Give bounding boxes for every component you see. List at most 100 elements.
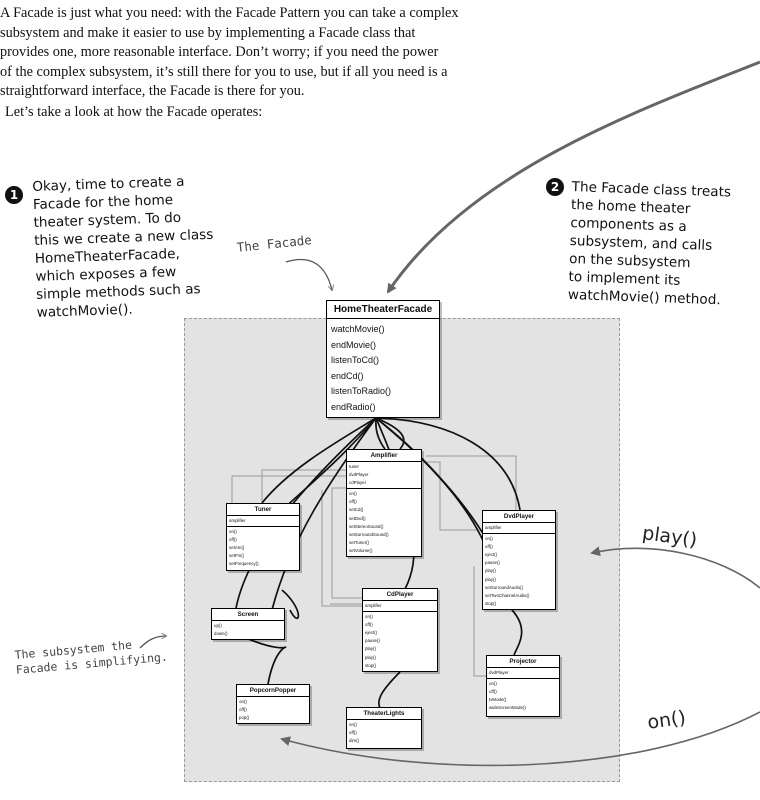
- method: eject(): [485, 552, 498, 558]
- facade-call-arrow: [386, 60, 760, 294]
- class-name: Screen: [212, 609, 284, 621]
- class-name: TheaterLights: [347, 708, 421, 720]
- step-2-badge: 2: [546, 178, 564, 196]
- class-methods: on() off() setCd() setDvd() setStereoSou…: [347, 489, 421, 556]
- subsystem-label-pointer: [139, 636, 166, 649]
- attribute: tuner: [349, 464, 360, 469]
- class-attributes: amplifier: [363, 601, 437, 613]
- method: pop(): [239, 715, 250, 721]
- class-methods: on() off() pop(): [237, 697, 309, 723]
- method: listenToCd(): [331, 355, 380, 365]
- method: on(): [239, 699, 247, 704]
- intro-line: A Facade is just what you need: with the…: [0, 5, 459, 21]
- intro-paragraph: A Facade is just what you need: with the…: [0, 4, 500, 102]
- method: setStereoSound(): [349, 523, 384, 529]
- method: setFm(): [229, 553, 245, 559]
- method: play(): [365, 654, 376, 660]
- class-name: Tuner: [227, 504, 299, 516]
- class-cd-player[interactable]: CdPlayer amplifier on() off() eject() pa…: [362, 588, 438, 672]
- method: off(): [485, 544, 493, 550]
- method: up(): [214, 623, 222, 628]
- method: off(): [349, 499, 357, 505]
- method: off(): [365, 622, 373, 628]
- method: setVolume(): [349, 547, 373, 553]
- method: setDvd(): [349, 515, 366, 521]
- method: off(): [239, 707, 247, 713]
- class-name: CdPlayer: [363, 589, 437, 601]
- method: setTuner(): [349, 539, 370, 545]
- facade-label-pointer: [285, 258, 332, 290]
- class-screen[interactable]: Screen up() down(): [211, 608, 285, 640]
- method: endMovie(): [331, 339, 377, 350]
- method: on(): [229, 529, 237, 535]
- class-name: Amplifier: [347, 450, 421, 462]
- class-methods: on() off() dim(): [347, 720, 421, 746]
- method: on(): [485, 536, 493, 542]
- method: watchMovie(): [331, 324, 385, 334]
- attribute: amplifier: [485, 525, 502, 530]
- class-home-theater-facade[interactable]: HomeTheaterFacade watchMovie() endMovie(…: [326, 300, 440, 418]
- method: down(): [214, 631, 228, 637]
- class-name: PopcornPopper: [237, 685, 309, 697]
- class-attributes: tuner dvdPlayer cdPlayer: [347, 462, 421, 490]
- class-methods: on() off() setAm() setFm() setFrequency(…: [227, 527, 299, 569]
- method: setCd(): [349, 507, 364, 513]
- method: endRadio(): [331, 401, 376, 412]
- play-arrow: [590, 546, 760, 589]
- intro-line: straightforward interface, the Facade is…: [0, 83, 305, 99]
- intro-look-line: Let’s take a look at how the Facade oper…: [5, 104, 263, 120]
- method: setSurroundSound(): [349, 531, 389, 537]
- method: stop(): [365, 662, 377, 668]
- class-methods: on() off() eject() pause() play() play()…: [483, 534, 555, 609]
- class-theater-lights[interactable]: TheaterLights on() off() dim(): [346, 707, 422, 749]
- method: pause(): [365, 638, 380, 644]
- method: wideScreenMode(): [489, 705, 526, 711]
- method: play(): [365, 646, 376, 652]
- method: play(): [485, 568, 496, 574]
- attribute: amplifier: [229, 518, 246, 523]
- class-dvd-player[interactable]: DvdPlayer amplifier on() off() eject() p…: [482, 510, 556, 610]
- method: setAm(): [229, 545, 245, 551]
- attribute: cdPlayer: [349, 480, 367, 486]
- class-attributes: amplifier: [227, 516, 299, 528]
- class-attributes: dvdPlayer: [487, 668, 559, 680]
- method: on(): [365, 614, 373, 620]
- class-tuner[interactable]: Tuner amplifier on() off() setAm() setFm…: [226, 503, 300, 571]
- class-projector[interactable]: Projector dvdPlayer on() off() tvMode() …: [486, 655, 560, 717]
- method: off(): [229, 537, 237, 543]
- on-arrow: [280, 711, 760, 767]
- class-name: Projector: [487, 656, 559, 668]
- class-methods: on() off() tvMode() wideScreenMode(): [487, 679, 559, 713]
- method: play(): [485, 576, 496, 582]
- method: endCd(): [331, 370, 364, 381]
- method: on(): [349, 491, 357, 497]
- class-name: DvdPlayer: [483, 511, 555, 523]
- intro-line: subsystem and make it easier to use by i…: [0, 24, 416, 41]
- method: on(): [349, 722, 357, 727]
- class-methods: up() down(): [212, 621, 284, 639]
- class-popcorn-popper[interactable]: PopcornPopper on() off() pop(): [236, 684, 310, 724]
- method: setTwoChannelAudio(): [485, 592, 530, 598]
- attribute: dvdPlayer: [349, 472, 369, 478]
- method: setSurroundAudio(): [485, 584, 524, 590]
- attribute: dvdPlayer: [489, 670, 509, 675]
- attribute: amplifier: [365, 603, 382, 608]
- class-methods: watchMovie() endMovie() listenToCd() end…: [327, 319, 439, 418]
- intro-line: of the complex subsystem, it’s still the…: [0, 63, 448, 80]
- method: off(): [349, 730, 357, 736]
- class-name: HomeTheaterFacade: [327, 301, 439, 319]
- method: on(): [489, 681, 497, 687]
- step-1-note: Okay, time to create a Facade for the ho…: [32, 172, 216, 322]
- class-amplifier[interactable]: Amplifier tuner dvdPlayer cdPlayer on() …: [346, 449, 422, 557]
- method: off(): [489, 689, 497, 695]
- method: listenToRadio(): [331, 386, 392, 396]
- class-attributes: amplifier: [483, 523, 555, 535]
- method: pause(): [485, 560, 500, 566]
- method: eject(): [365, 630, 378, 636]
- method: dim(): [349, 738, 359, 744]
- step-2-note: The Facade class treats the home theater…: [568, 178, 732, 309]
- intro-line: provides one, more reasonable interface.…: [0, 44, 439, 60]
- class-methods: on() off() eject() pause() play() play()…: [363, 612, 437, 671]
- method: setFrequency(): [229, 561, 259, 567]
